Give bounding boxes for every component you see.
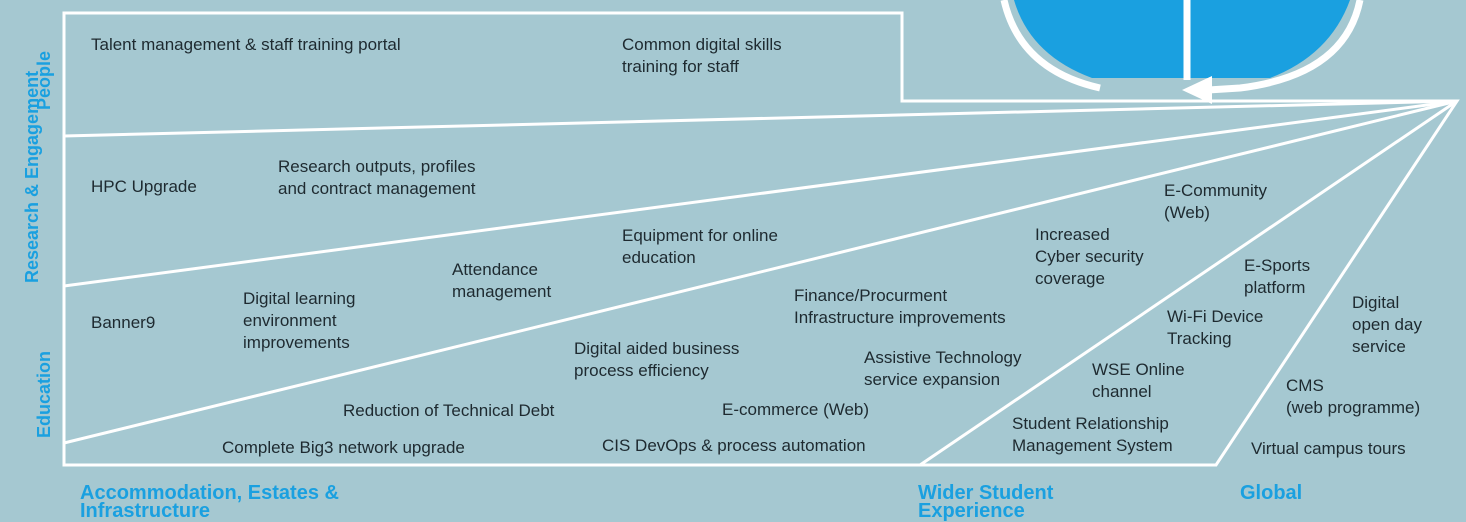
bottom-label-global: Global	[1240, 482, 1303, 504]
item-equipment: Equipment for online education	[622, 226, 778, 267]
item-assistive: Assistive Technology service expansion	[864, 348, 1022, 389]
item-virtual-tours: Virtual campus tours	[1251, 439, 1406, 458]
bottom-label-aei: Accommodation, Estates & Infrastructure	[80, 482, 339, 522]
item-wse-online: WSE Online channel	[1092, 360, 1185, 401]
item-dle: Digital learning environment improvement…	[243, 289, 356, 352]
item-devops: CIS DevOps & process automation	[602, 436, 866, 455]
item-ecommunity: E-Community (Web)	[1164, 181, 1267, 222]
item-wifi: Wi-Fi Device Tracking	[1167, 307, 1264, 348]
side-label-education: Education	[34, 350, 54, 438]
item-cms: CMS (web programme)	[1286, 376, 1421, 417]
item-skills: Common digital skills training for staff	[622, 35, 782, 76]
item-finance: Finance/Procurment Infrastructure improv…	[794, 286, 1006, 327]
item-tech-debt: Reduction of Technical Debt	[343, 401, 555, 420]
item-banner9: Banner9	[91, 313, 156, 332]
item-cyber: Increased Cyber security coverage	[1035, 225, 1144, 288]
item-talent: Talent management & staff training porta…	[91, 35, 401, 54]
item-ecommerce: E-commerce (Web)	[722, 400, 870, 419]
item-dabpe: Digital aided business process efficienc…	[574, 339, 740, 380]
cycle-logo-icon	[1000, 0, 1364, 104]
item-attendance: Attendance management	[452, 260, 552, 301]
item-open-day: Digital open day service	[1352, 293, 1422, 356]
bottom-label-wse: Wider Student Experience	[918, 482, 1054, 522]
item-srms: Student Relationship Management System	[1012, 414, 1173, 455]
fan-lines	[63, 99, 1458, 467]
item-hpc: HPC Upgrade	[91, 177, 197, 196]
item-esports: E-Sports platform	[1244, 256, 1311, 297]
side-label-research-engagement: Research & Engagement	[22, 70, 42, 283]
item-big3: Complete Big3 network upgrade	[222, 438, 465, 457]
item-research-outputs: Research outputs, profiles and contract …	[278, 157, 476, 198]
